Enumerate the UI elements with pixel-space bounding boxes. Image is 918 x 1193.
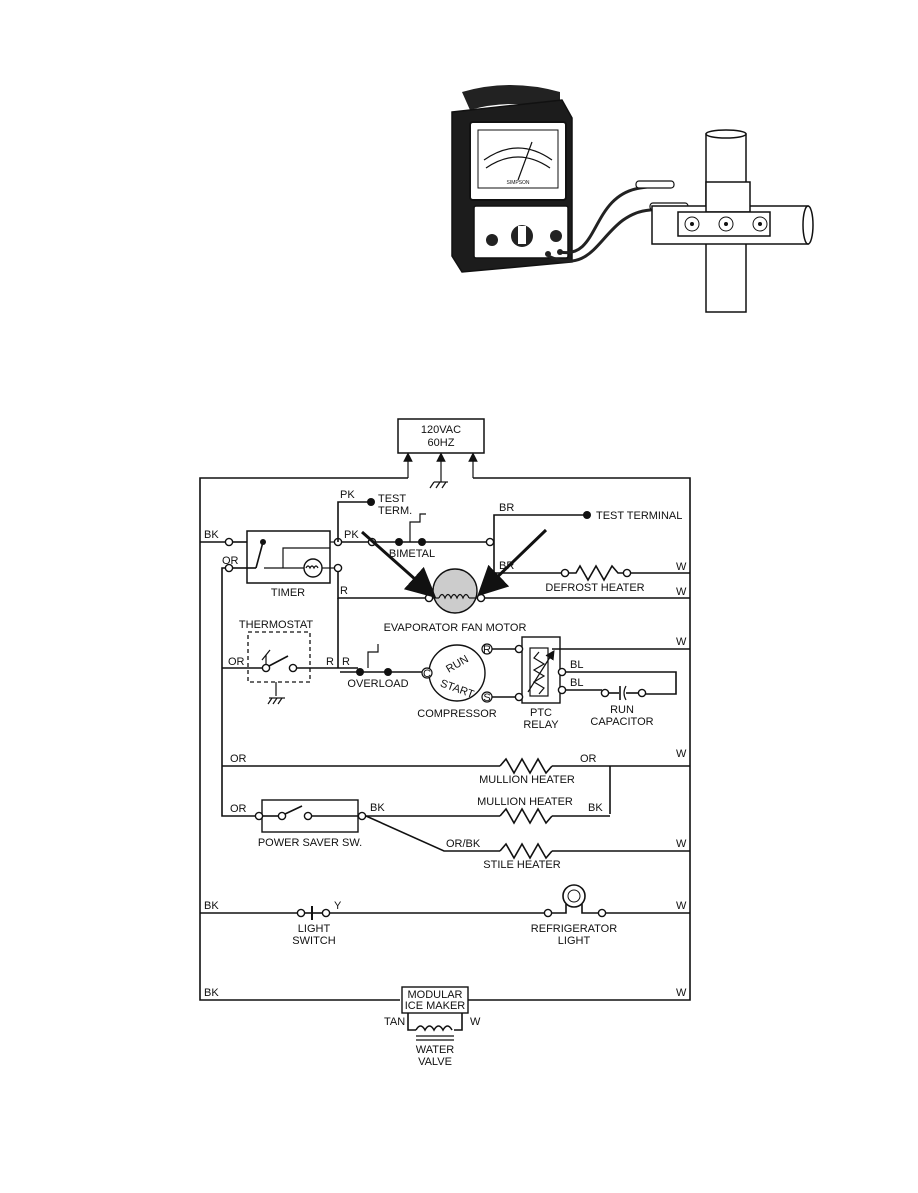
test-terminal-dot [583,511,591,519]
ground-symbol-thermostat [267,697,285,705]
wire-label-w-valve: W [470,1016,481,1028]
pointer-arrow-left [361,530,437,598]
mullion-heater-2-label: MULLION HEATER [477,796,573,808]
evaporator-fan-motor [432,568,478,614]
power-voltage-label: 120VAC [421,424,461,436]
mullion-heater-1-symbol [499,757,553,775]
wire-label-r-overload: R [342,656,350,668]
water-valve-label-1: WATER [416,1044,455,1056]
test-terminal-label: TEST TERMINAL [596,510,682,522]
wire-label-bl-2: BL [570,677,583,689]
bimetal-switch-symbol [409,513,426,542]
light-switch-label-2: SWITCH [292,935,335,947]
probe-lead-2 [547,204,677,263]
wire-label-or-power-saver: OR [230,803,247,815]
water-valve-coil [415,1025,453,1032]
wire-label-bk-power-saver: BK [370,802,385,814]
fridge-light-label-1: REFRIGERATOR [531,923,617,935]
test-term-label-2: TERM. [378,505,412,517]
wire-label-bk-mullion-right: BK [588,802,603,814]
water-valve-label-2: VALVE [418,1056,452,1068]
timer-motor-symbol [303,558,323,578]
fridge-light-label-2: LIGHT [558,935,591,947]
light-switch-label-1: LIGHT [298,923,331,935]
probe-lead-1 [559,182,669,255]
wire-label-or-timer: OR [222,555,239,567]
wire-label-bk-ice: BK [204,987,219,999]
ptc-label-1: PTC [530,707,552,719]
wire-label-w-ptc: W [676,636,687,648]
line-w-bus [468,477,691,1001]
probe-1 [635,180,675,189]
overload-label: OVERLOAD [347,678,408,690]
meter-brand: SIMPSON [506,180,529,186]
wire-label-or-thermostat: OR [228,656,245,668]
wire-label-r-fan: R [340,585,348,597]
wire-label-w-light: W [676,900,687,912]
test-term-dot [367,498,375,506]
compressor-s-terminal: S [483,692,490,704]
wire-label-orbk: OR/BK [446,838,481,850]
mullion-heater-2-symbol [499,807,553,825]
meter-knob-right [550,230,562,242]
ice-maker-box [401,986,469,1014]
bimetal-device [705,181,751,213]
power-saver-label: POWER SAVER SW. [258,837,362,849]
ground-symbol-supply [429,481,448,489]
evap-fan-motor-label: EVAPORATOR FAN MOTOR [384,622,527,634]
wire-label-w-mullion: W [676,748,687,760]
defrost-heater-label: DEFROST HEATER [545,582,644,594]
overload-switch-symbol [367,644,379,668]
multimeter-illustration: SIMPSON [451,85,814,313]
wire-label-r-thermo-out: R [326,656,334,668]
wiring-diagram: 120VAC 60HZ BK TIMER [199,418,691,1068]
meter-needle [517,141,533,181]
thermostat-box [247,631,311,683]
ptc-label-2: RELAY [523,719,559,731]
wire-label-w-stile: W [676,838,687,850]
wire-label-bk-timer: BK [204,529,219,541]
mullion-heater-1-label: MULLION HEATER [479,774,575,786]
wire-label-pk-bimetal: PK [344,529,359,541]
wire-label-w-defrost: W [676,561,687,573]
wire-label-bl-1: BL [570,659,583,671]
timer-label: TIMER [271,587,305,599]
test-term-label-1: TEST [378,493,406,505]
wire-label-tan: TAN [384,1016,405,1028]
wire-label-or-mullion: OR [230,753,247,765]
compressor-r-terminal: R [483,644,491,656]
stile-heater-label: STILE HEATER [483,859,560,871]
wire-label-y: Y [334,900,342,912]
wire-label-or-mullion-right: OR [580,753,597,765]
wire-label-w-fan: W [676,586,687,598]
compressor-label: COMPRESSOR [417,708,497,720]
wire-label-w-ice: W [676,987,687,999]
ptc-relay-box [521,636,561,704]
wire-label-bk-light: BK [204,900,219,912]
defrost-heater-symbol [569,564,624,582]
ice-maker-label-1: MODULAR [407,989,462,1001]
run-capacitor-label-2: CAPACITOR [590,716,653,728]
thermostat-label: THERMOSTAT [239,619,313,631]
run-capacitor-label-1: RUN [610,704,634,716]
pointer-arrow-right [477,528,548,597]
line-bk-bus [199,477,408,1001]
power-frequency-label: 60HZ [428,437,455,449]
run-capacitor-plate-2 [623,685,627,701]
ice-maker-label-2: ICE MAKER [405,1000,466,1012]
stile-heater-symbol [499,842,553,860]
power-supply-box [397,418,485,454]
meter-knob-left [486,234,498,246]
compressor-c-terminal: C [423,668,431,680]
bimetal-label: BIMETAL [389,548,435,560]
wire-label-pk-top: PK [340,489,355,501]
wire-label-br-top: BR [499,502,514,514]
